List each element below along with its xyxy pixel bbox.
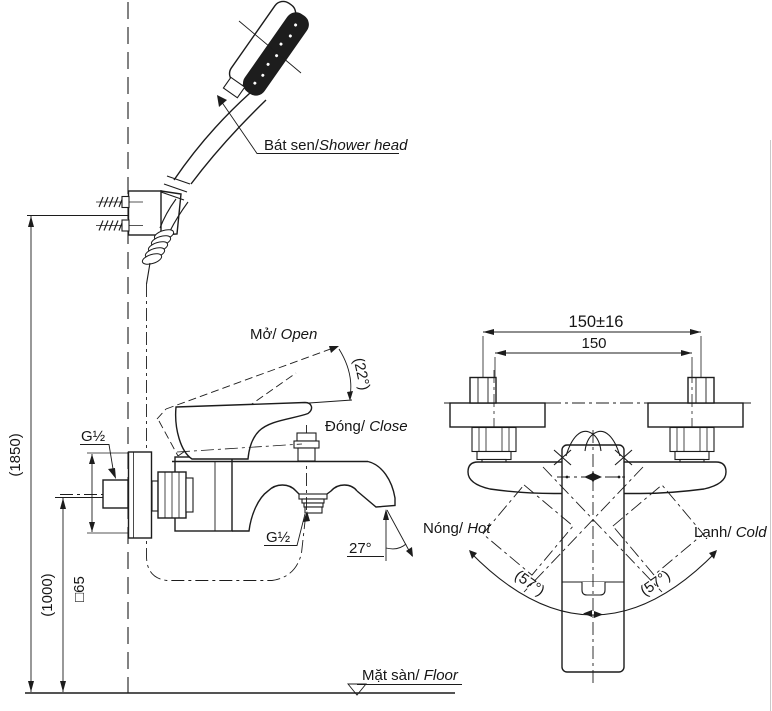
hand-shower [160,0,309,201]
cartridge-center-marker [557,472,629,482]
dim-150-label: 150 [581,335,606,352]
floor-callout: Mặt sàn/ Floor [347,667,462,696]
dimension-1850: (1850) [7,215,130,692]
dim-square65-label: □65 [71,576,88,602]
floor-mark-triangle [347,683,367,696]
shower-bracket [96,190,182,236]
eccentric-bolt-right [687,376,715,404]
lever-closed [174,401,313,460]
angle-22-label: (22°) [350,356,373,392]
open-label: Mở/ Open [250,326,317,343]
inlet-elbow [102,479,129,509]
shower-outlet [298,493,328,500]
wall-screw-bottom [96,219,143,232]
dim-1000-label: (1000) [39,573,56,616]
shower-head-callout: Bát sen/Shower head [217,95,408,154]
angle-27: 27° [347,509,413,561]
head-section-line [238,20,302,74]
side-view: (1850) (1000) □65 [7,0,462,696]
shower-head-label: Bát sen/Shower head [264,137,408,154]
g12-bottom-label: G½ [266,529,291,546]
dim-1850-label: (1850) [7,433,24,476]
handle-tip-center [565,430,602,457]
eccentric-bolt-left [469,376,497,404]
close-label: Đóng/ Close [325,418,408,435]
dimension-1000: (1000) [39,497,108,692]
shower-head [222,0,309,99]
angle-27-label: 27° [349,540,372,557]
diverter-knob [293,425,320,520]
escutcheon-left [449,402,546,428]
cold-label: Lạnh/ Cold [694,524,767,541]
handle-outline-right [190,99,267,185]
spout [232,460,396,532]
dimension-150-16: 150±16 [482,313,702,392]
escutcheon-right [647,402,744,428]
swing-left-label: (57°) [511,567,548,600]
dimension-square65: □65 [71,452,128,602]
handle-outline-left [173,92,251,181]
g12-top-label: G½ [81,428,106,445]
g12-bottom-callout: G½ [264,511,310,546]
front-view: 150±16 150 [423,313,767,686]
g12-top-callout: G½ [80,428,116,479]
dim-150-16-label: 150±16 [569,313,624,331]
escutcheon-side [127,451,153,539]
mixer-body-side [151,425,396,532]
floor-label: Mặt sàn/ Floor [362,667,459,684]
angle-22: (22°) [308,348,373,404]
shower-hose [141,198,306,581]
spray-face [242,12,309,96]
dimension-150: 150 [494,335,693,396]
wall-screw-top [96,195,143,209]
hot-label: Nóng/ Hot [423,520,491,537]
hose-loop-centerline [146,284,306,581]
